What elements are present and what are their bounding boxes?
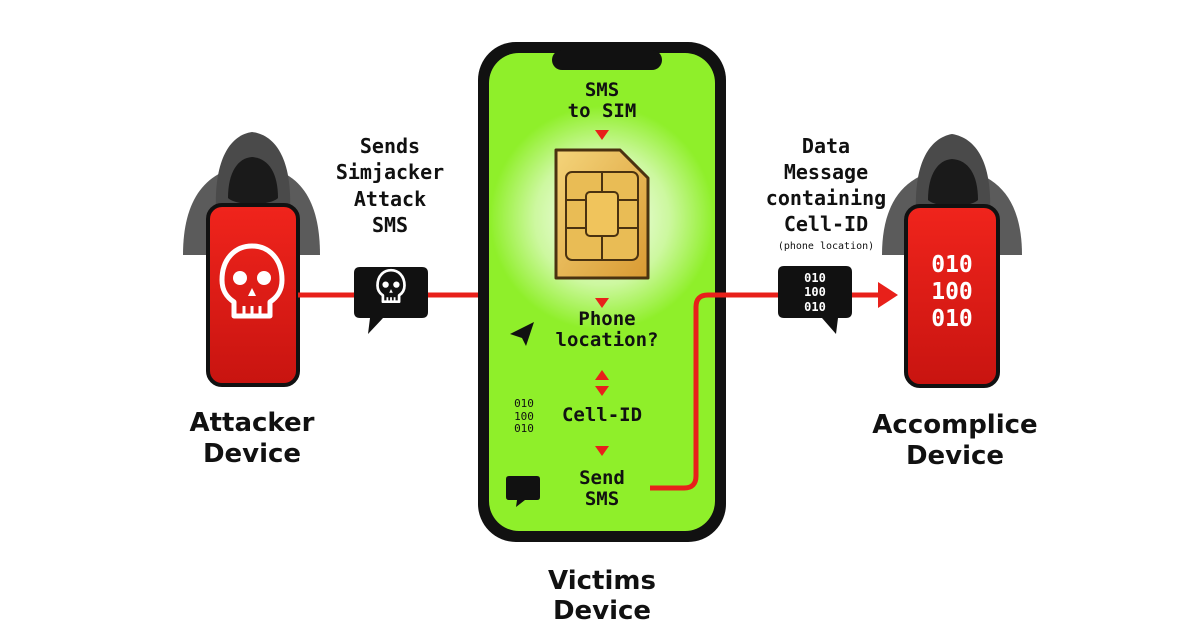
step-arrow-1: [595, 130, 609, 140]
victim-label: Victims Device: [512, 566, 692, 627]
attacker-figure: [183, 132, 320, 387]
bidirectional-arrow: [595, 370, 609, 396]
data-message-line: Message: [783, 160, 869, 184]
step-text: Phone: [578, 308, 636, 330]
attacker-label: Attacker Device: [162, 408, 342, 470]
attacker-label-line2: Device: [202, 439, 302, 470]
sends-label-line: Simjacker: [335, 160, 445, 185]
step-text: SMS: [584, 487, 620, 510]
step-arrow-3: [595, 446, 609, 456]
data-bubble: [778, 266, 852, 334]
attacker-label-line1: Attacker: [189, 408, 315, 438]
step-text: Send: [579, 467, 625, 489]
chat-bubble-icon: [506, 476, 540, 507]
data-bubble-binary: 010 100 010: [788, 271, 842, 314]
binary-line: 010: [931, 305, 973, 332]
accomplice-binary: 010 100 010: [912, 252, 992, 333]
skull-icon: [376, 268, 406, 304]
step-text: SMS: [584, 79, 620, 101]
phone-notch: [552, 50, 662, 70]
step-cell-id: Cell-ID: [561, 404, 643, 426]
binary-line: 010: [931, 252, 973, 278]
data-message-line: containing: [765, 186, 887, 210]
step-arrow-2: [595, 298, 609, 308]
binary-line: 010: [514, 422, 534, 436]
binary-line: 100: [514, 409, 534, 423]
data-message-sublabel: (phone location): [777, 241, 875, 252]
binary-line: 100: [804, 285, 826, 300]
sends-label-line: Sends: [359, 134, 421, 158]
binary-line: 010: [804, 299, 826, 314]
data-arrow: [650, 282, 898, 491]
step-send-sms: Send SMS: [557, 468, 647, 510]
attack-bubble: [354, 267, 428, 334]
step-text: to SIM: [567, 100, 637, 123]
sends-label: Sends Simjacker Attack SMS: [320, 133, 460, 239]
accomplice-phone: [904, 204, 1000, 388]
sends-label-line: SMS: [371, 213, 409, 238]
accomplice-label-line2: Device: [905, 441, 1005, 472]
accomplice-figure: [882, 134, 1022, 388]
data-message-line: Cell-ID: [783, 212, 869, 236]
step-phone-location: Phone location?: [532, 308, 682, 352]
accomplice-label: Accomplice Device: [850, 410, 1060, 472]
victim-phone: [478, 42, 726, 542]
sends-label-line: Attack: [353, 186, 427, 211]
binary-line: 010: [514, 397, 534, 410]
step-sms-to-sim: SMS to SIM: [542, 79, 662, 123]
binary-line: 010: [804, 271, 826, 285]
data-message-label: Data Message containing Cell-ID: [736, 133, 916, 237]
step-text: location?: [555, 329, 659, 352]
data-message-line: Data: [801, 134, 851, 158]
accomplice-label-line1: Accomplice: [872, 410, 1038, 440]
victim-label-line1: Victims: [548, 566, 656, 596]
binary-small: 010 100 010: [502, 397, 546, 436]
victim-label-line2: Device: [552, 596, 652, 627]
skull-icon: [219, 243, 285, 319]
location-arrow-icon: [510, 322, 534, 346]
binary-line: 100: [931, 278, 973, 305]
sim-card-icon: [554, 148, 650, 280]
